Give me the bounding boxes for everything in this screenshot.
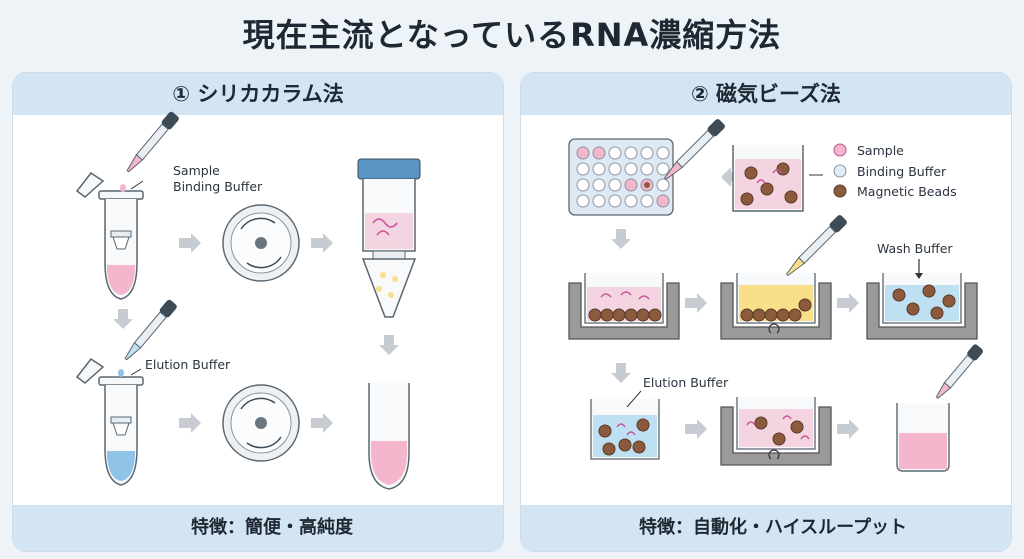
label-elution-buffer-right: Elution Buffer bbox=[643, 375, 729, 390]
legend-binding-marker bbox=[833, 164, 847, 178]
final-tube bbox=[896, 403, 950, 472]
spin-column-tube-elution bbox=[75, 357, 144, 486]
pipette-sample bbox=[126, 111, 179, 173]
centrifuge-rotor-1 bbox=[222, 204, 300, 282]
legend-beads-label: Magnetic Beads bbox=[857, 184, 957, 199]
legend-sample-marker bbox=[833, 143, 847, 157]
label-binding-buffer: Binding Buffer bbox=[173, 179, 263, 194]
spin-column-tube-binding bbox=[75, 171, 144, 300]
pipette-plate bbox=[663, 119, 725, 181]
legend-binding-label: Binding Buffer bbox=[857, 164, 947, 179]
legend-sample-label: Sample bbox=[857, 143, 904, 158]
spin-column-large bbox=[357, 158, 421, 318]
centrifuge-rotor-2 bbox=[222, 384, 300, 462]
page-title: 現在主流となっているRNA濃縮方法 bbox=[242, 16, 782, 54]
silica-column-header: ① シリカカラム法 bbox=[13, 73, 503, 115]
well-plate bbox=[568, 138, 674, 216]
magnetic-beads-footer: 特徴：自動化・ハイスループット bbox=[521, 505, 1011, 551]
label-wash-buffer: Wash Buffer bbox=[877, 241, 953, 256]
collection-tube-rna bbox=[368, 383, 410, 490]
magnet-stand-4 bbox=[720, 397, 832, 466]
magnet-stand-1 bbox=[568, 273, 680, 340]
label-elution-buffer: Elution Buffer bbox=[145, 357, 231, 372]
silica-column-workflow-illustration bbox=[75, 111, 421, 538]
magnetic-beads-features: 特徴：自動化・ハイスループット bbox=[639, 517, 908, 538]
magnetic-beads-header: ② 磁気ビーズ法 bbox=[521, 73, 1011, 115]
pipette-final bbox=[935, 344, 983, 399]
pipette-wash bbox=[785, 215, 847, 277]
silica-column-features: 特徴：簡便・高純度 bbox=[191, 517, 353, 538]
elution-container bbox=[590, 399, 660, 460]
magnet-stand-3 bbox=[866, 273, 978, 340]
silica-column-panel: ① シリカカラム法 bbox=[12, 72, 504, 552]
magnetic-beads-workflow-illustration bbox=[568, 119, 1005, 543]
legend-beads-marker bbox=[833, 184, 847, 198]
pipette-elution bbox=[124, 299, 177, 361]
mixing-container bbox=[732, 145, 804, 212]
label-sample: Sample bbox=[173, 163, 220, 178]
silica-column-footer: 特徴：簡便・高純度 bbox=[13, 505, 503, 551]
magnetic-beads-panel: ② 磁気ビーズ法 bbox=[520, 72, 1012, 552]
magnet-stand-2 bbox=[720, 273, 832, 340]
